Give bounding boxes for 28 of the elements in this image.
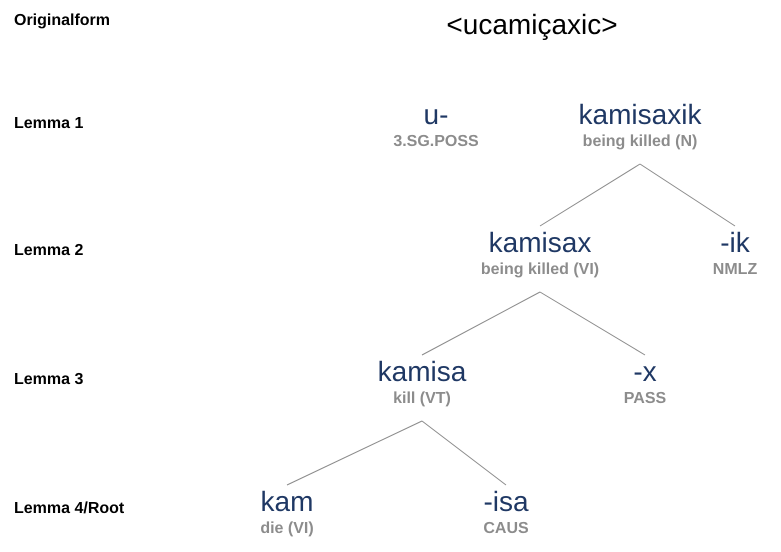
- tree-branch-line: [286, 420, 422, 486]
- morpheme-word: u-: [424, 98, 448, 132]
- gloss-text: 3.SG.POSS: [393, 132, 479, 152]
- row-label: Lemma 4/Root: [14, 499, 124, 519]
- row-label: Lemma 3: [14, 370, 84, 390]
- gloss-text: PASS: [624, 389, 666, 409]
- morpheme-word: kamisax: [488, 226, 592, 260]
- morpheme-word: kamisa: [378, 355, 466, 389]
- morpheme-word: -x: [633, 355, 657, 389]
- row-label: Lemma 2: [14, 241, 84, 261]
- morpheme-word: -isa: [483, 485, 529, 519]
- tree-branch-line: [540, 164, 640, 226]
- gloss-text: being killed (N): [582, 132, 698, 152]
- gloss-text: kill (VT): [393, 389, 451, 409]
- morpheme-word: kamisaxik: [578, 98, 702, 132]
- gloss-text: being killed (VI): [480, 260, 600, 280]
- gloss-text: NMLZ: [712, 260, 758, 280]
- morpheme-word: -ik: [720, 226, 750, 260]
- row-label: Lemma 1: [14, 114, 84, 134]
- gloss-text: CAUS: [483, 519, 529, 539]
- tree-branch-line: [422, 292, 540, 356]
- tree-branch-line: [422, 420, 506, 486]
- tree-branch-line: [640, 164, 736, 226]
- row-label: Originalform: [14, 11, 110, 31]
- gloss-text: die (VI): [260, 519, 314, 539]
- tree-branch-line: [540, 292, 646, 356]
- word-form: <ucamiçaxic>: [446, 8, 618, 42]
- morpheme-word: kam: [260, 485, 314, 519]
